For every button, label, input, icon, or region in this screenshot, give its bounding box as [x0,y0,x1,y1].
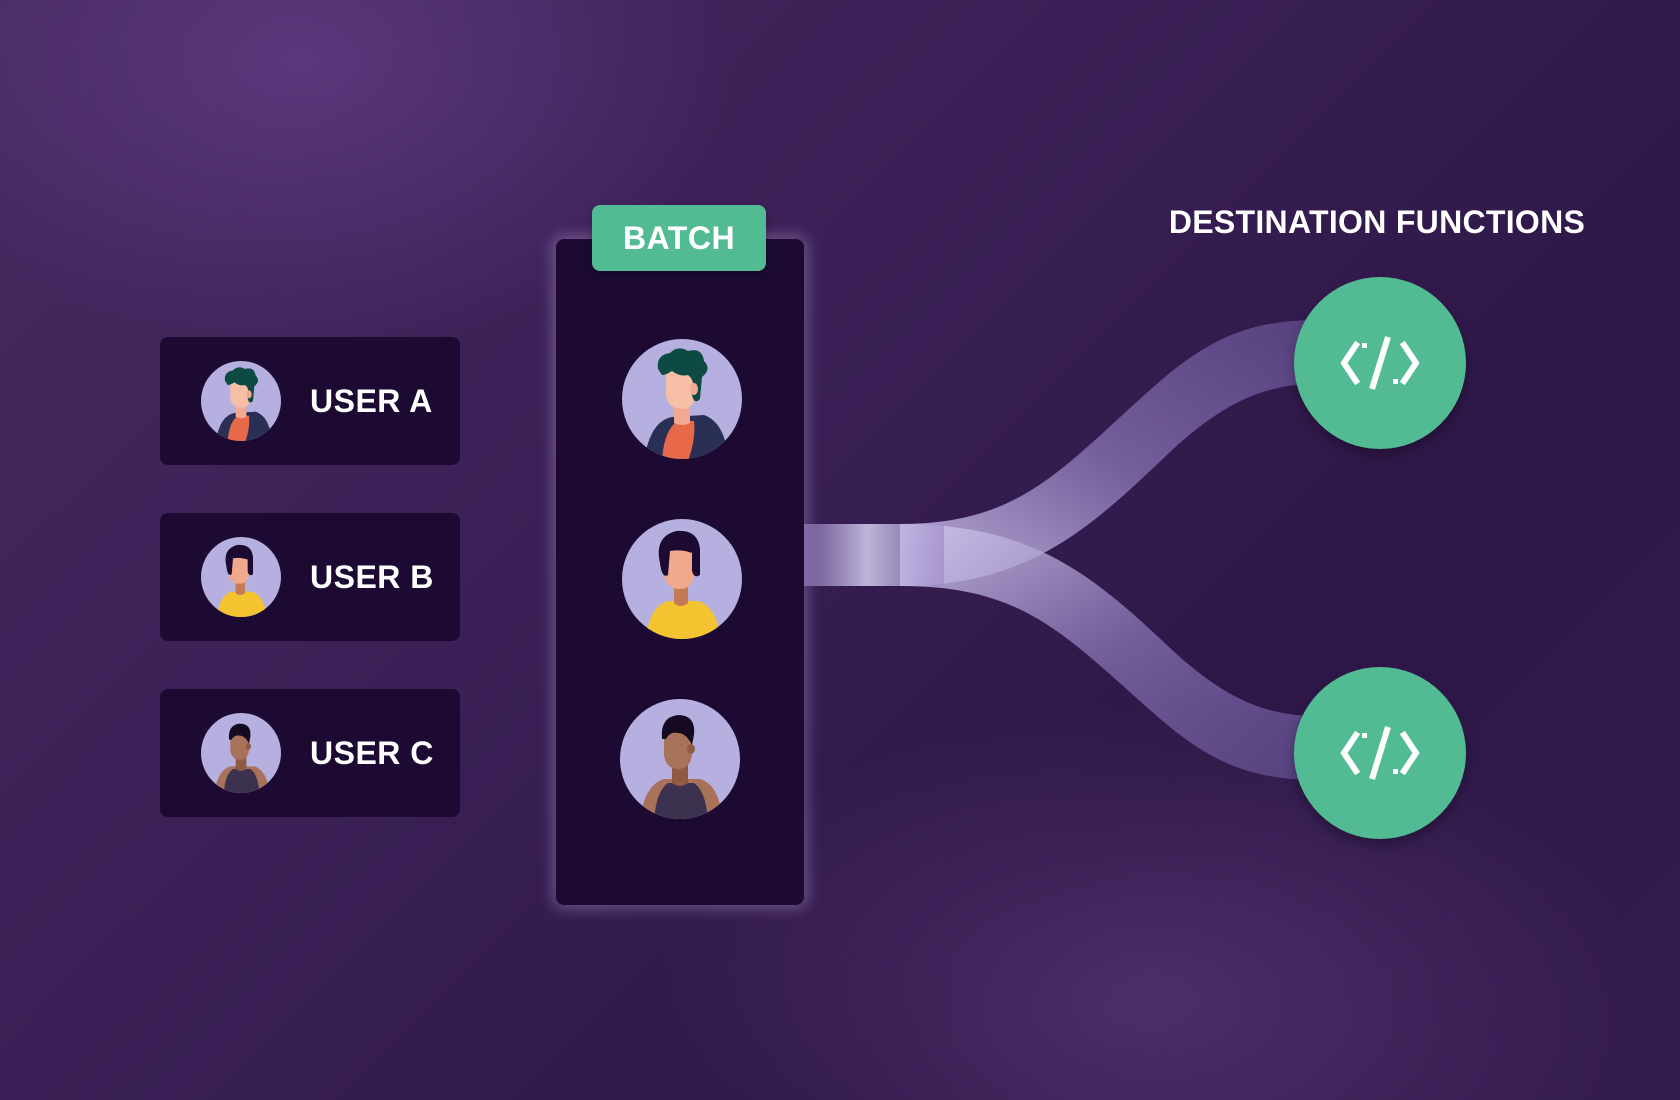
destination-function-1 [1294,277,1466,449]
flow-trunk [804,524,944,586]
person-dark-tank-top-avatar-icon [201,713,281,793]
batch-avatar-user-a-icon [622,339,742,459]
user-card-c: USER C [160,689,460,817]
person-green-hair-avatar-icon [201,361,281,441]
user-label: USER C [310,735,434,771]
batch-avatar-user-b-icon [622,519,742,639]
user-card-a: USER A [160,337,460,465]
user-label: USER A [310,383,433,419]
user-card-b: USER B [160,513,460,641]
batch-avatar-user-c-icon [620,699,740,819]
code-brackets-icon [1340,726,1420,780]
flow-branch-top [900,320,1310,586]
destination-functions-title: DESTINATION FUNCTIONS [1168,204,1586,240]
user-label: USER B [310,559,434,595]
batch-label: BATCH [592,205,766,271]
destination-function-2 [1294,667,1466,839]
code-brackets-icon [1340,336,1420,390]
flow-branch-bottom [900,524,1310,780]
person-yellow-shirt-avatar-icon [201,537,281,617]
